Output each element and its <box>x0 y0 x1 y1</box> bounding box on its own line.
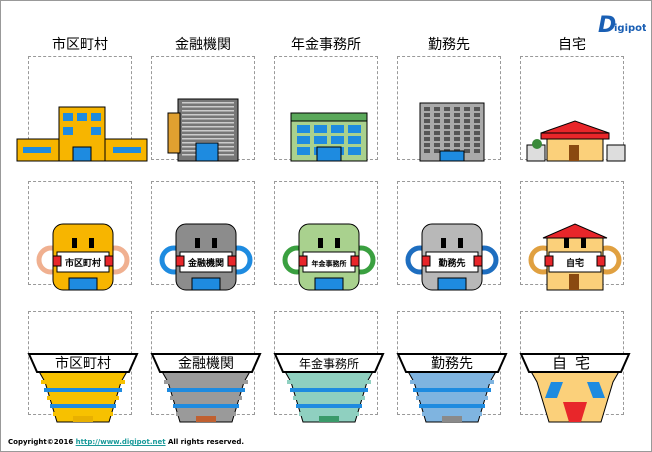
character-icon: 年金事務所 <box>282 223 376 291</box>
character-icon: 勤務先 <box>405 223 499 291</box>
building-illustration <box>16 56 148 162</box>
banner-building-illustration: 勤務先 <box>396 311 508 423</box>
character-icon: 金融機関 <box>159 223 253 291</box>
building-illustration <box>151 56 255 162</box>
banner-label: 金融機関 <box>178 356 234 372</box>
column-label: 自宅 <box>558 37 586 53</box>
banner-building-icon: 自宅 <box>519 353 631 423</box>
character-illustration: 自宅 <box>520 181 624 291</box>
building-icon <box>526 120 626 162</box>
rights-text: All rights reserved. <box>165 438 245 446</box>
character-illustration: 年金事務所 <box>274 181 378 291</box>
site-link[interactable]: http://www.digipot.net <box>75 438 166 446</box>
building-illustration <box>397 56 501 162</box>
building-icon <box>16 106 148 162</box>
banner-building-icon: 市区町村 <box>27 353 139 423</box>
column-label: 市区町村 <box>52 37 108 53</box>
character-illustration: 勤務先 <box>397 181 501 291</box>
building-icon <box>167 98 239 162</box>
banner-label: 自宅 <box>552 354 598 372</box>
building-illustration <box>520 56 626 162</box>
sign-label: 勤務先 <box>438 257 465 269</box>
character-icon: 自宅 <box>528 223 622 291</box>
sign-label: 市区町村 <box>65 257 101 269</box>
banner-label: 勤務先 <box>431 356 473 372</box>
sign-label: 自宅 <box>566 257 584 269</box>
banner-building-icon: 勤務先 <box>396 353 508 423</box>
copyright: Copyright©2016 http://www.digipot.net Al… <box>8 438 244 446</box>
svg-text:igipot: igipot <box>614 23 646 34</box>
character-illustration: 金融機関 <box>151 181 255 291</box>
character-icon: 市区町村 <box>36 223 130 291</box>
column-label: 金融機関 <box>175 37 231 53</box>
copyright-text: Copyright©2016 <box>8 438 76 446</box>
banner-building-illustration: 金融機関 <box>150 311 262 423</box>
sign-label: 金融機関 <box>187 257 224 269</box>
sign-label: 年金事務所 <box>312 259 347 268</box>
banner-building-icon: 金融機関 <box>150 353 262 423</box>
building-illustration <box>274 56 378 162</box>
column-label: 年金事務所 <box>291 37 361 53</box>
banner-building-illustration: 市区町村 <box>27 311 139 423</box>
banner-label: 年金事務所 <box>299 356 359 371</box>
svg-text:D: D <box>598 13 616 36</box>
building-icon <box>419 102 485 162</box>
character-illustration: 市区町村 <box>28 181 132 291</box>
banner-building-illustration: 自宅 <box>519 311 631 423</box>
banner-label: 市区町村 <box>55 355 111 372</box>
banner-building-icon: 年金事務所 <box>273 353 385 423</box>
banner-building-illustration: 年金事務所 <box>273 311 385 423</box>
building-icon <box>290 112 368 162</box>
column-label: 勤務先 <box>428 37 470 53</box>
